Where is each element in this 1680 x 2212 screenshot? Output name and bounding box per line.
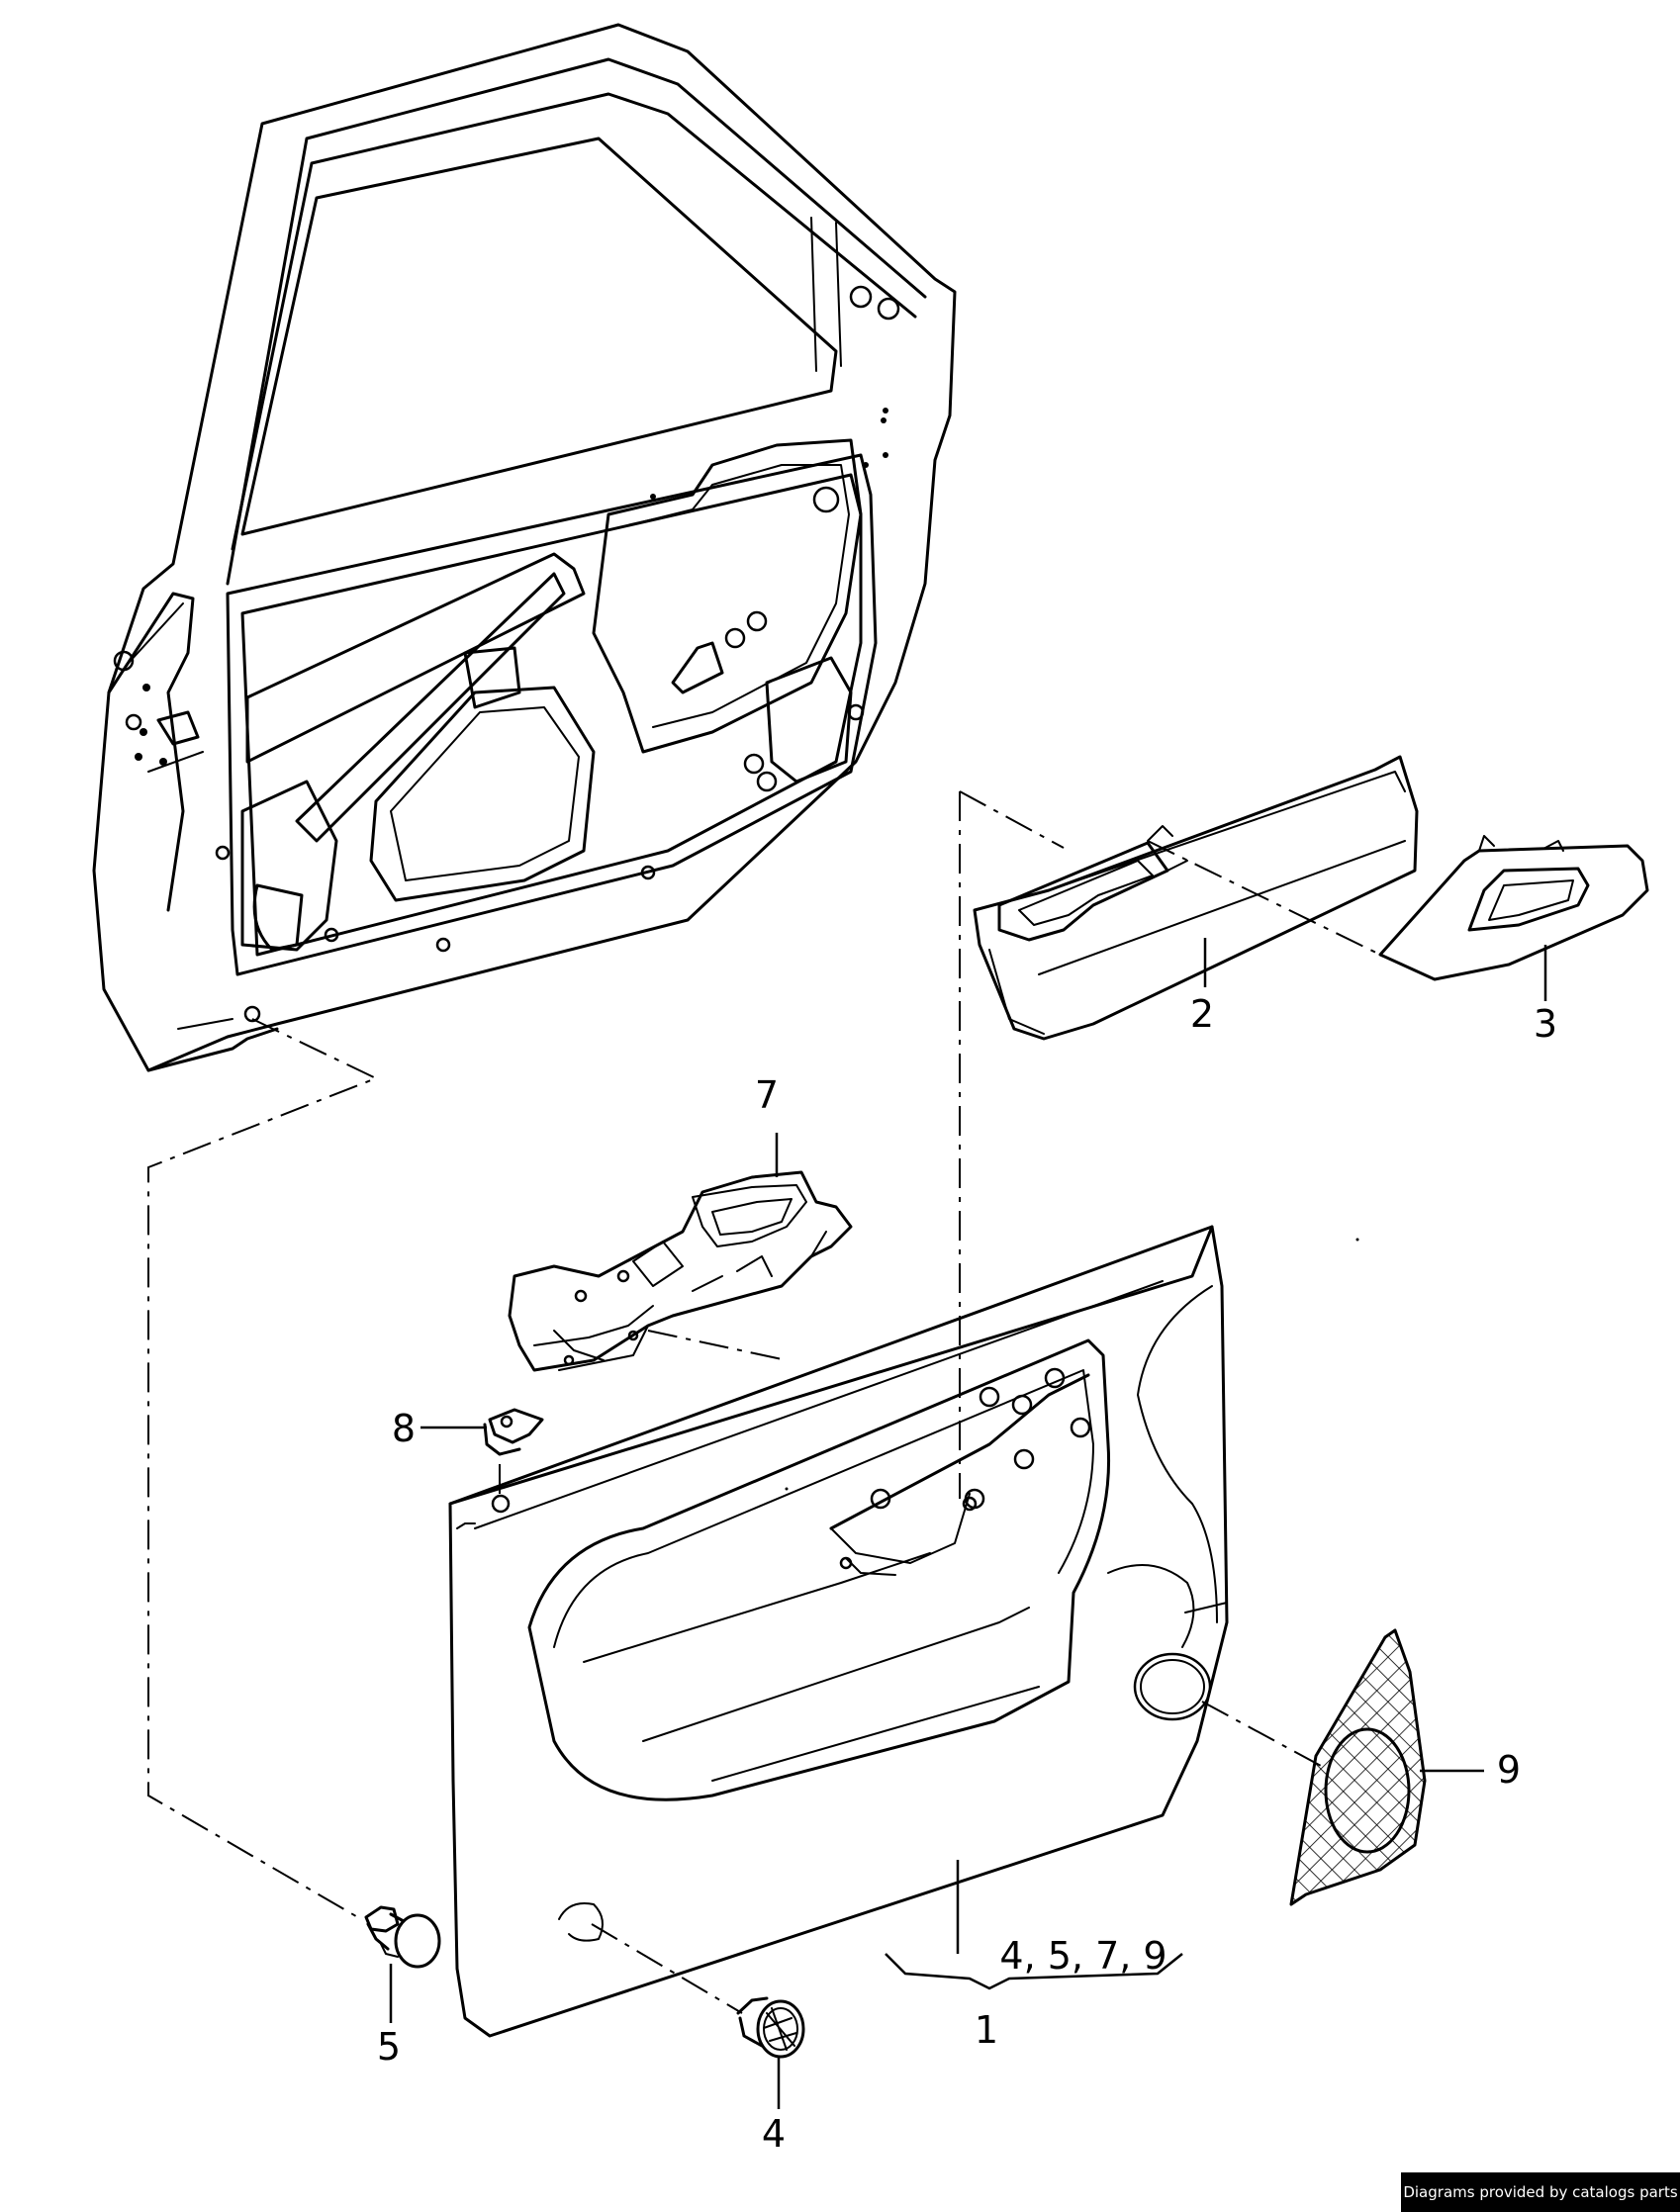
inner-door-handle-part-7 bbox=[508, 1170, 853, 1372]
callout-part-5: 5 bbox=[377, 2025, 401, 2069]
callout-part-1: 1 bbox=[975, 2008, 998, 2052]
grab-handle-part-2 bbox=[973, 755, 1419, 1041]
callout-group-1: 4, 5, 7, 9 bbox=[999, 1934, 1167, 1978]
leader-lines bbox=[389, 938, 1547, 2109]
speaker-grille-part-9 bbox=[1289, 1628, 1427, 1906]
diagram-credit-badge: Diagrams provided by catalogs parts bbox=[1401, 2172, 1680, 2212]
grommet-part-4 bbox=[736, 1996, 805, 2059]
callout-part-3: 3 bbox=[1534, 1002, 1557, 1046]
callout-part-8: 8 bbox=[392, 1407, 416, 1450]
callout-part-2: 2 bbox=[1190, 992, 1214, 1036]
clip-part-8 bbox=[483, 1408, 544, 1456]
speck bbox=[1355, 1238, 1359, 1242]
handle-trim-part-3 bbox=[1378, 835, 1649, 981]
assembly-lines bbox=[147, 790, 1381, 2014]
clip-part-5 bbox=[364, 1905, 441, 1969]
callout-part-4: 4 bbox=[762, 2112, 786, 2156]
callout-labels: 7 8 2 3 9 5 4 4, 5, 7, 9 1 bbox=[377, 992, 1557, 2156]
speck bbox=[785, 1487, 789, 1491]
callout-part-9: 9 bbox=[1497, 1748, 1521, 1792]
callout-part-7: 7 bbox=[755, 1073, 779, 1117]
door-shell bbox=[92, 23, 957, 1072]
door-trim-panel-part-1 bbox=[448, 1225, 1229, 2038]
